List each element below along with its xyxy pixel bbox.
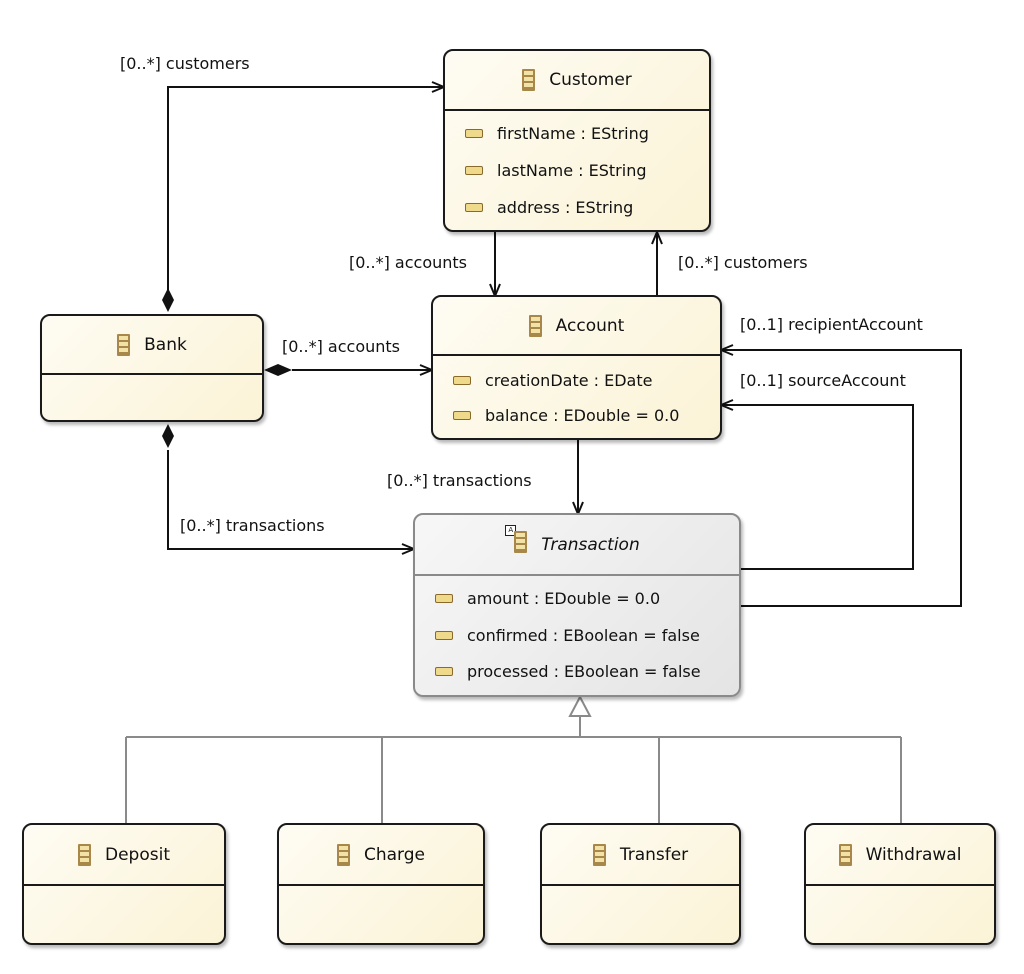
class-deposit[interactable]: Deposit — [22, 823, 226, 945]
class-account-name: Account — [555, 315, 625, 336]
class-charge[interactable]: Charge — [277, 823, 485, 945]
eattribute-icon — [465, 202, 483, 212]
class-deposit-name: Deposit — [105, 844, 170, 865]
class-withdrawal-name: Withdrawal — [865, 844, 962, 865]
attribute-label: balance : EDouble = 0.0 — [485, 405, 680, 425]
class-bank[interactable]: Bank — [40, 314, 264, 422]
class-bank-header: Bank — [42, 316, 262, 375]
class-customer-name: Customer — [549, 70, 632, 90]
class-withdrawal-header: Withdrawal — [806, 825, 994, 886]
attribute-row[interactable]: lastName : EString — [445, 155, 709, 185]
edge-bank-transactions — [167, 450, 414, 549]
eattribute-icon — [465, 165, 483, 175]
class-customer[interactable]: Customer firstName : EString lastName : … — [443, 49, 711, 232]
eclass-icon — [514, 531, 528, 553]
class-transaction-header: A Transaction — [415, 515, 739, 576]
label-account-customers: [0..*] customers — [678, 253, 808, 272]
eattribute-icon — [435, 593, 453, 603]
attribute-row[interactable]: creationDate : EDate — [433, 365, 720, 395]
class-transaction-name: Transaction — [541, 534, 640, 555]
class-account[interactable]: Account creationDate : EDate balance : E… — [431, 295, 722, 440]
eclass-icon — [336, 843, 350, 866]
class-customer-header: Customer — [445, 51, 709, 111]
attribute-label: processed : EBoolean = false — [467, 661, 701, 681]
class-charge-header: Charge — [279, 825, 483, 886]
label-bank-accounts: [0..*] accounts — [282, 337, 400, 356]
eattribute-icon — [435, 630, 453, 640]
label-account-transactions: [0..*] transactions — [387, 471, 532, 490]
eclass-icon — [592, 843, 606, 866]
eattribute-icon — [435, 666, 453, 676]
eclass-icon — [522, 69, 536, 91]
attribute-label: confirmed : EBoolean = false — [467, 625, 700, 645]
attribute-row[interactable]: confirmed : EBoolean = false — [415, 620, 739, 650]
eclass-icon — [117, 333, 131, 356]
edge-recipient-account — [721, 350, 962, 607]
edge-bank-customers — [167, 87, 444, 292]
eclass-icon — [838, 843, 852, 866]
eattribute-icon — [465, 128, 483, 138]
class-account-header: Account — [433, 297, 720, 356]
edge-source-account — [721, 405, 914, 570]
class-charge-name: Charge — [363, 844, 425, 865]
class-withdrawal[interactable]: Withdrawal — [804, 823, 996, 945]
attribute-label: address : EString — [497, 197, 634, 217]
abstract-badge: A — [505, 525, 517, 536]
label-customer-accounts: [0..*] accounts — [349, 253, 467, 272]
attribute-row[interactable]: processed : EBoolean = false — [415, 656, 739, 686]
label-bank-transactions: [0..*] transactions — [180, 516, 325, 535]
composition-diamond-bank-customers — [162, 288, 174, 312]
class-transfer-name: Transfer — [619, 844, 689, 865]
class-transaction[interactable]: A Transaction amount : EDouble = 0.0 con… — [413, 513, 741, 697]
generalization-tree — [125, 716, 902, 824]
attribute-label: lastName : EString — [497, 160, 647, 180]
label-recipient-account: [0..1] recipientAccount — [740, 315, 923, 334]
class-transfer-header: Transfer — [542, 825, 739, 886]
composition-diamond-bank-transactions — [162, 424, 174, 448]
class-transfer[interactable]: Transfer — [540, 823, 741, 945]
class-bank-name: Bank — [144, 334, 187, 355]
attribute-row[interactable]: firstName : EString — [445, 118, 709, 148]
composition-diamond-bank-accounts — [264, 364, 292, 376]
attribute-label: firstName : EString — [497, 123, 649, 143]
eclass-icon — [78, 843, 91, 866]
attribute-label: amount : EDouble = 0.0 — [467, 588, 661, 608]
attribute-row[interactable]: amount : EDouble = 0.0 — [415, 583, 739, 613]
abstract-eclass-icon: A — [505, 525, 528, 558]
eattribute-icon — [453, 375, 471, 385]
attribute-row[interactable]: balance : EDouble = 0.0 — [433, 400, 720, 430]
generalization-triangle — [568, 694, 592, 717]
label-source-account: [0..1] sourceAccount — [740, 371, 906, 390]
attribute-label: creationDate : EDate — [485, 370, 653, 390]
eclass-icon — [528, 314, 542, 337]
label-bank-customers: [0..*] customers — [120, 54, 250, 73]
eattribute-icon — [453, 410, 471, 420]
class-deposit-header: Deposit — [24, 825, 224, 886]
attribute-row[interactable]: address : EString — [445, 192, 709, 222]
